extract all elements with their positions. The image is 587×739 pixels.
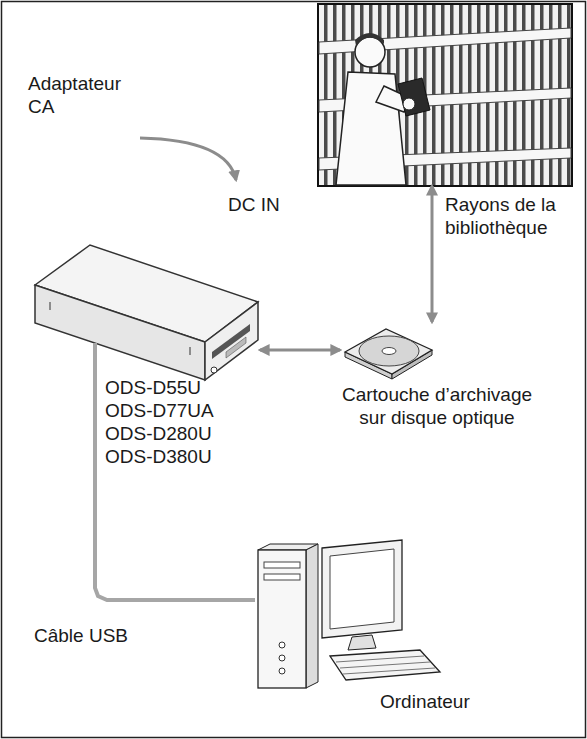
model-list: ODS-D55U ODS-D77UA ODS-D280U ODS-D380U	[105, 376, 230, 468]
tower-bay	[264, 574, 300, 580]
node-caption: Cartouche d’archivage sur disque optique	[332, 383, 542, 429]
drive-illustration	[35, 245, 258, 381]
drive-button	[211, 367, 217, 373]
cartridge-node: Cartouche d’archivage sur disque optique	[340, 322, 436, 380]
keyboard-row	[340, 662, 430, 668]
drive-slot	[212, 324, 250, 359]
adapter-label: Adaptateur CA	[28, 72, 128, 118]
library-illustration	[318, 4, 572, 186]
cartridge-hub	[382, 348, 396, 355]
monitor-stand	[348, 635, 376, 650]
connector-group	[95, 186, 432, 600]
node-caption: Rayons de la bibliothèque	[445, 193, 570, 239]
drive-node: ODS-D55U ODS-D77UA ODS-D280U ODS-D380U	[32, 218, 260, 380]
flow-arrow	[431, 186, 434, 322]
computer-node: Ordinateur	[255, 538, 445, 693]
library-node: Rayons de la bibliothèque	[318, 4, 572, 186]
cartridge-disc	[359, 336, 419, 366]
cable-line	[95, 380, 255, 600]
drive-display	[226, 337, 246, 358]
drive-screw	[50, 302, 51, 310]
cartridge-body	[345, 329, 432, 374]
drive-screw	[190, 347, 191, 355]
tower-button	[279, 642, 285, 648]
tower-side	[306, 544, 318, 688]
person-hand	[403, 98, 415, 110]
keyboard-row	[343, 668, 435, 674]
drive-front	[205, 302, 258, 380]
computer-illustration	[258, 540, 440, 688]
cartridge-illustration	[345, 329, 432, 379]
port-label: DC IN	[228, 193, 318, 216]
cable-label: Câble USB	[34, 624, 128, 647]
flow-arrow	[260, 349, 340, 352]
shelf-background	[318, 4, 572, 186]
monitor-frame	[322, 540, 402, 638]
cable-stub	[93, 343, 97, 381]
person-hair	[355, 33, 384, 46]
node-caption: Ordinateur	[380, 690, 540, 713]
tower-button	[279, 655, 285, 661]
person-torso	[336, 72, 406, 185]
keyboard-row	[336, 656, 424, 662]
tower-front	[258, 550, 306, 688]
tower-button	[279, 668, 285, 674]
held-cartridge	[398, 78, 430, 116]
drive-side	[35, 285, 205, 380]
power-arrow	[140, 138, 236, 180]
monitor-screen	[330, 549, 394, 629]
tower-bay	[264, 562, 300, 568]
keyboard	[330, 650, 440, 680]
